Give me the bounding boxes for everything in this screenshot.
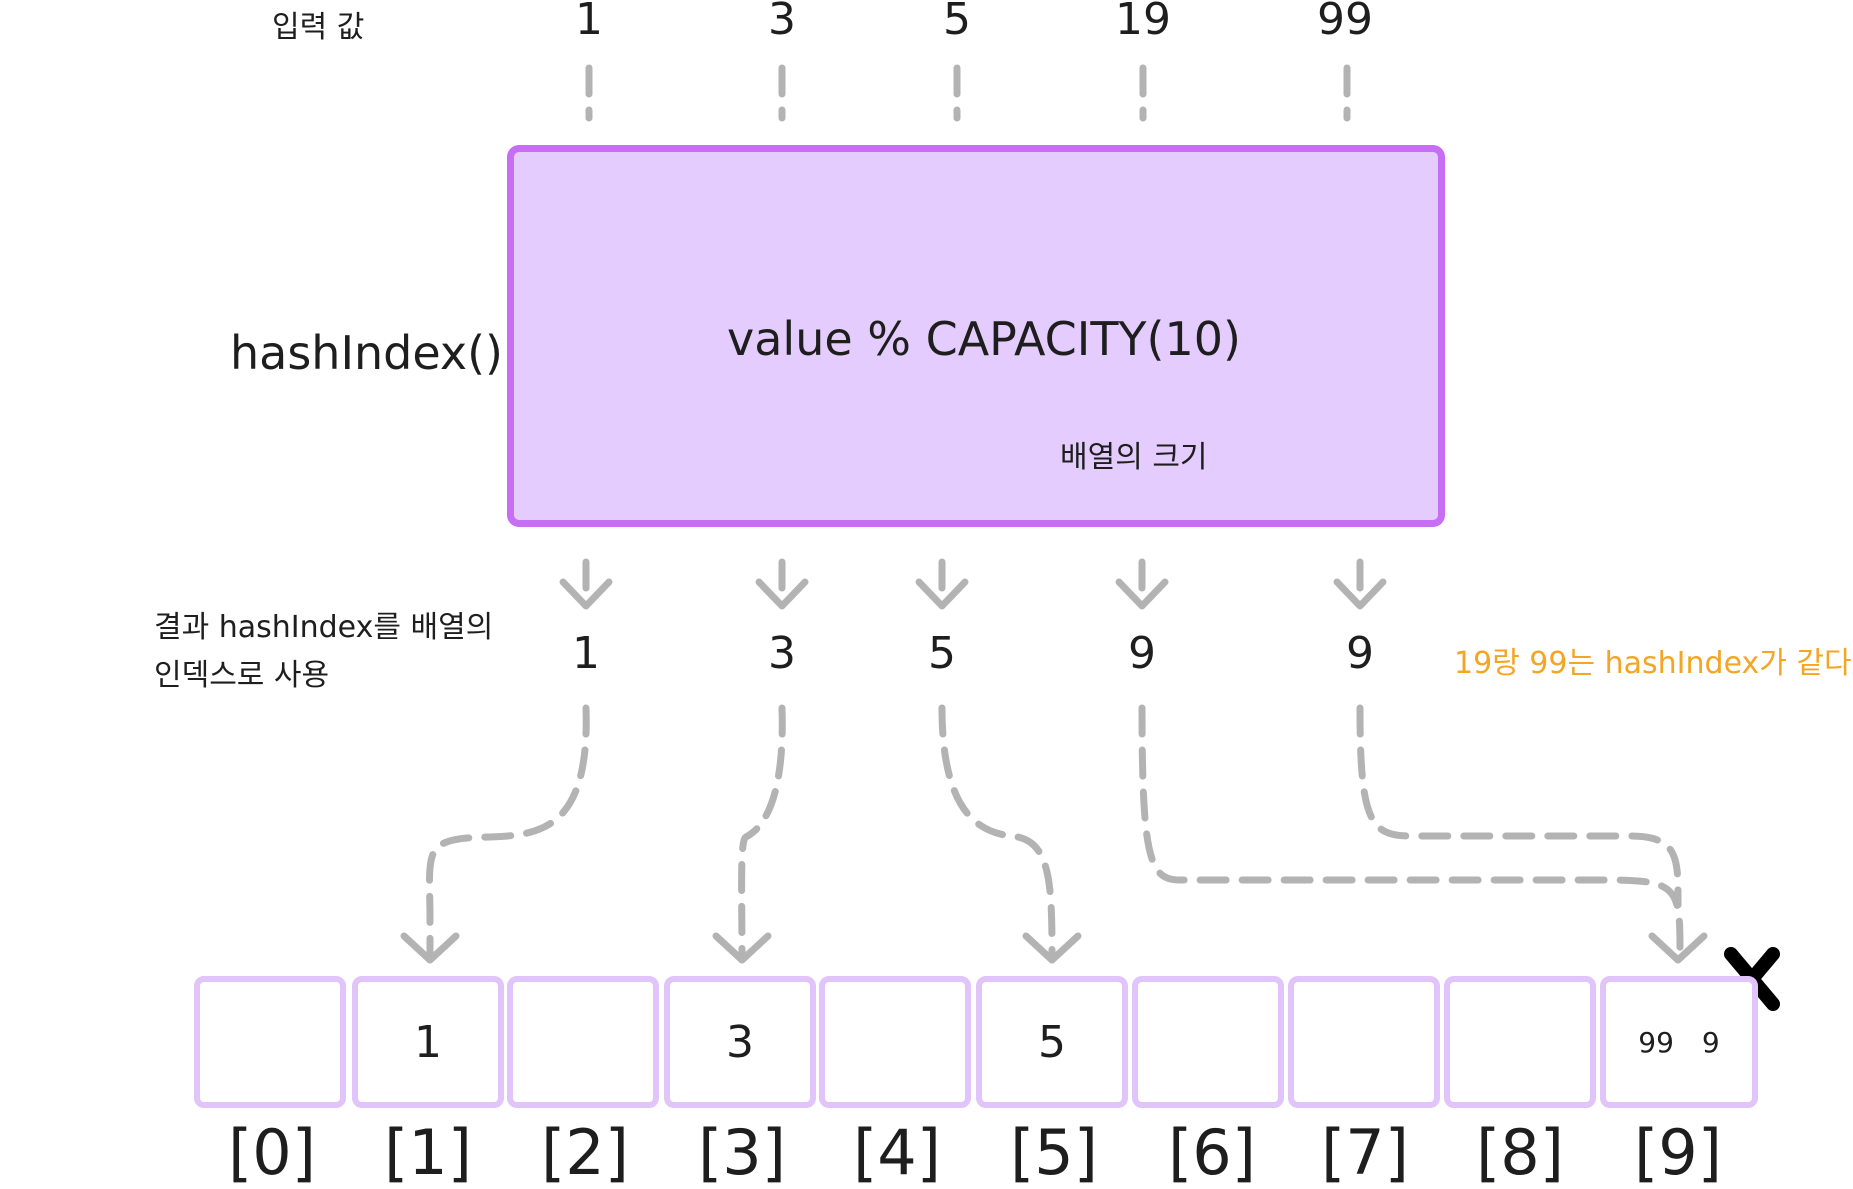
index-label: [8] — [1476, 1116, 1564, 1189]
array-cell-2 — [507, 976, 659, 1108]
result-value: 9 — [1346, 628, 1374, 679]
input-value: 1 — [575, 0, 603, 45]
function-name: hashIndex() — [230, 326, 503, 380]
array-cell-3: 3 — [664, 976, 816, 1108]
index-label: [3] — [698, 1116, 786, 1189]
index-label: [4] — [853, 1116, 941, 1189]
array-cell-7 — [1288, 976, 1440, 1108]
array-cell-4 — [819, 976, 971, 1108]
cell-value: 1 — [414, 1016, 442, 1068]
input-value: 3 — [768, 0, 796, 45]
array-cell-9: 99 9 — [1600, 976, 1758, 1108]
input-value: 99 — [1317, 0, 1373, 45]
input-value: 19 — [1115, 0, 1171, 45]
down-arrow — [1115, 578, 1169, 610]
result-value: 5 — [928, 628, 956, 679]
cell-incoming-value: 9 — [1701, 1025, 1720, 1059]
route-to-slot-3 — [738, 704, 786, 959]
array-cell-6 — [1132, 976, 1284, 1108]
index-label: [2] — [541, 1116, 629, 1189]
array-cell-0 — [194, 976, 346, 1108]
hash-function-box — [507, 145, 1445, 527]
route-to-slot-9b — [1356, 704, 1682, 909]
index-label: [1] — [384, 1116, 472, 1189]
array-cell-5: 5 — [976, 976, 1128, 1108]
array-cell-1: 1 — [352, 976, 504, 1108]
input-value: 5 — [943, 0, 971, 45]
route-to-slot-5 — [938, 704, 1056, 959]
route-to-slot-9a — [1138, 704, 1684, 959]
down-arrow — [1022, 932, 1082, 964]
down-arrow — [755, 578, 809, 610]
formula-text: value % CAPACITY(10) — [727, 312, 1241, 366]
index-label: [6] — [1168, 1116, 1256, 1189]
cell-value: 3 — [726, 1016, 754, 1068]
input-label: 입력 값 — [272, 10, 365, 45]
down-arrow — [915, 578, 969, 610]
down-arrow — [712, 932, 772, 964]
index-label: [5] — [1010, 1116, 1098, 1189]
cell-existing-value: 99 — [1638, 1025, 1674, 1059]
down-arrow — [1648, 932, 1708, 964]
cell-value: 5 — [1038, 1016, 1066, 1068]
result-label-line2: 인덱스로 사용 — [154, 658, 330, 693]
down-arrow — [400, 932, 460, 964]
route-to-slot-1 — [426, 704, 590, 959]
array-cell-8 — [1444, 976, 1596, 1108]
result-value: 9 — [1128, 628, 1156, 679]
index-label: [9] — [1634, 1116, 1722, 1189]
down-arrow — [559, 578, 613, 610]
down-arrow — [1333, 578, 1387, 610]
collision-note: 19랑 99는 hashIndex가 같다 — [1454, 646, 1852, 681]
index-label: [0] — [228, 1116, 316, 1189]
result-value: 3 — [768, 628, 796, 679]
capacity-note: 배열의 크기 — [1060, 440, 1208, 475]
index-label: [7] — [1321, 1116, 1409, 1189]
result-label-line1: 결과 hashIndex를 배열의 — [154, 610, 494, 645]
result-value: 1 — [572, 628, 600, 679]
